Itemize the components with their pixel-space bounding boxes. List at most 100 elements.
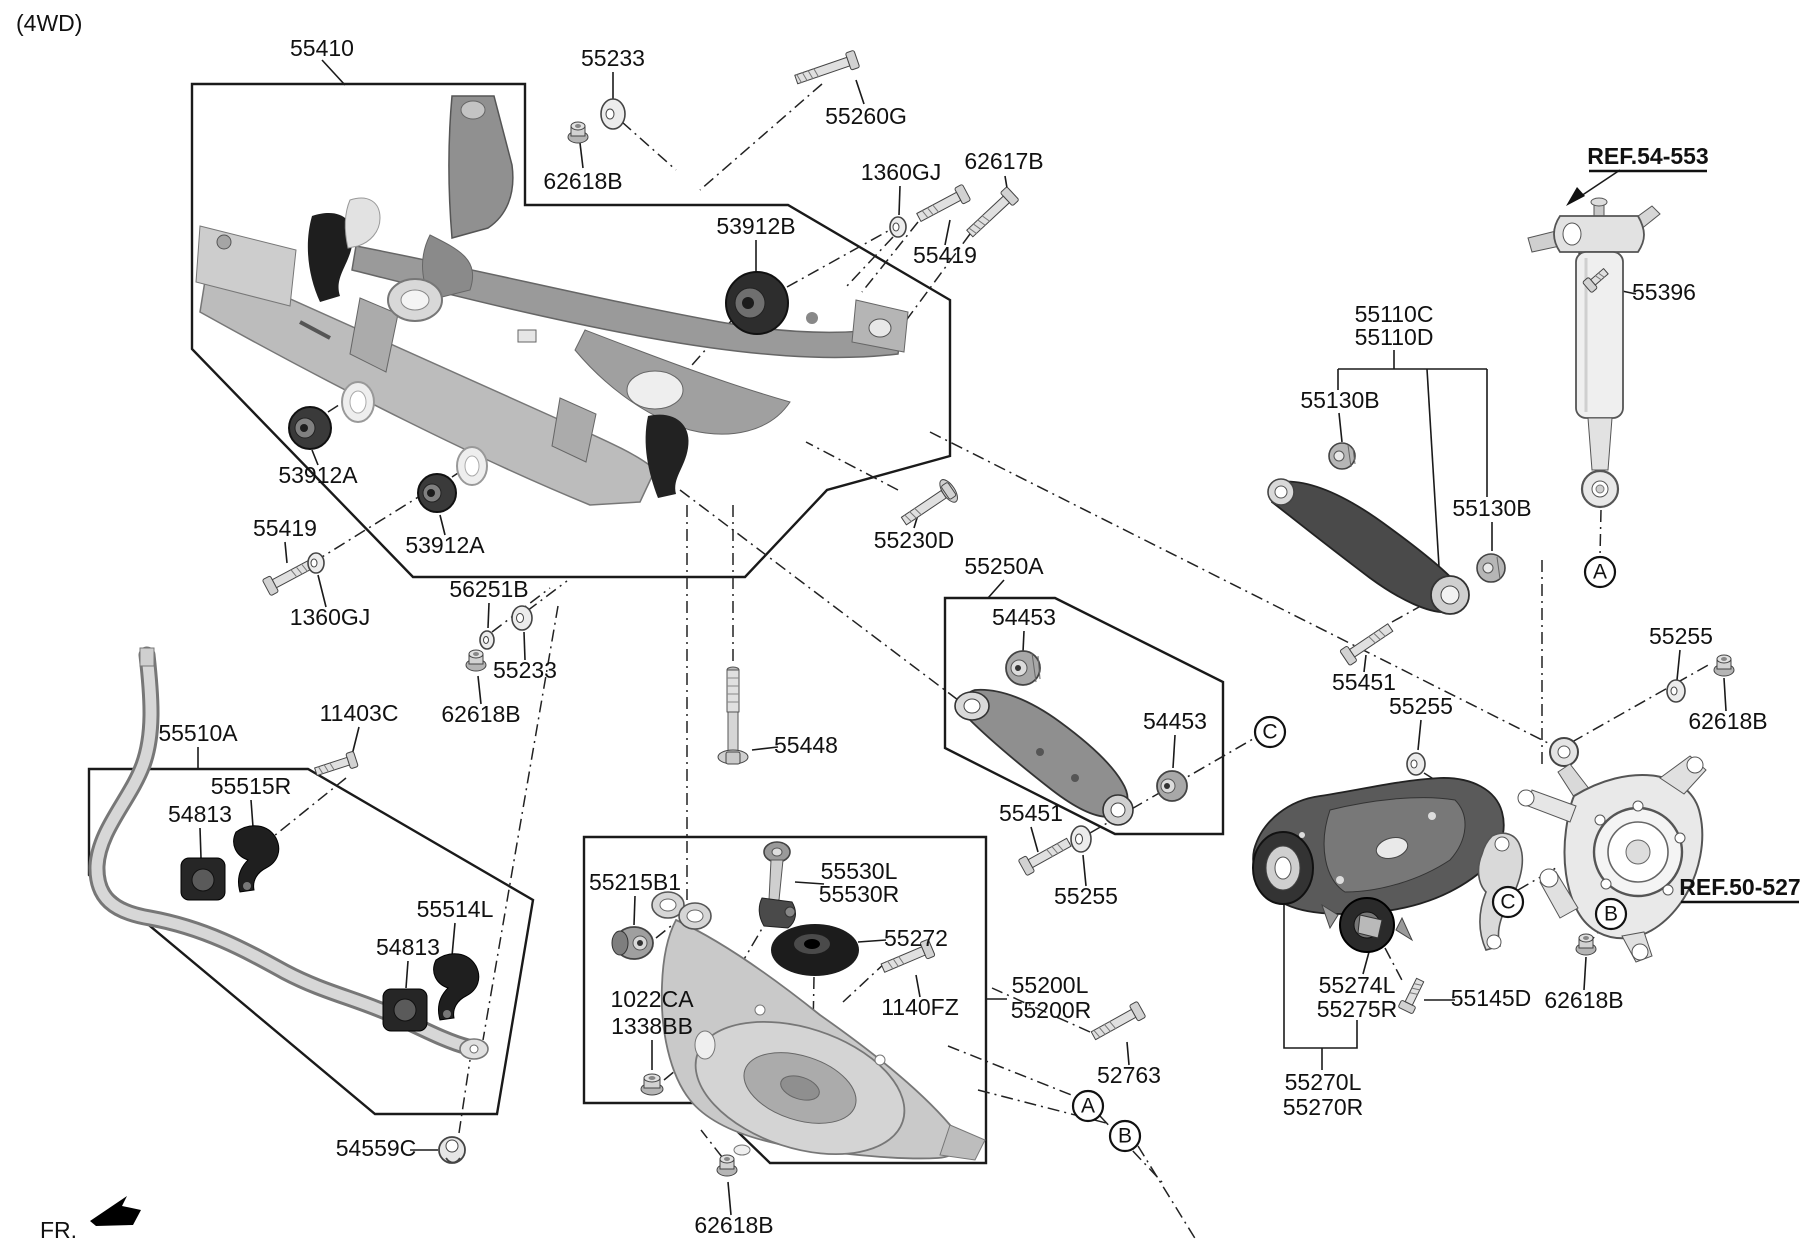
part-label-55419: 55419	[253, 515, 317, 541]
part-label-55515r: 55515R	[211, 773, 292, 799]
assist-arm-55250a	[954, 688, 1134, 826]
part-label-55270l: 55270L	[1285, 1069, 1362, 1095]
part-label-55250a: 55250A	[964, 553, 1044, 579]
spring-pad-55272	[771, 924, 859, 976]
stabilizer-end-clip-54559c	[438, 1136, 466, 1164]
part-label-55396: 55396	[1632, 279, 1696, 305]
washer-55233-mid	[511, 605, 533, 631]
bushing-55215b1	[611, 926, 654, 960]
callout-b: B	[1594, 897, 1628, 931]
part-label-55255: 55255	[1389, 693, 1453, 719]
bolt-1140fz	[880, 939, 936, 973]
front-direction-marker	[90, 1196, 141, 1226]
callout-letter: A	[1081, 1095, 1095, 1118]
part-label-62618b: 62618B	[694, 1212, 773, 1238]
nut-62618b-bottom	[716, 1154, 738, 1177]
callout-circle	[1583, 555, 1617, 589]
bolt-62617b	[966, 187, 1019, 238]
callout-circle	[1108, 1119, 1142, 1153]
callout-circle	[1491, 885, 1525, 919]
bolt-55230d	[900, 479, 958, 526]
trailing-arm-bushing-55274	[1321, 897, 1414, 953]
lower-arm-55200	[651, 891, 986, 1161]
callout-circle	[1594, 897, 1628, 931]
callout-a: A	[1583, 555, 1617, 589]
callout-letter: A	[1593, 561, 1607, 584]
washer-1360gj-left	[307, 552, 325, 574]
upper-arm-55110	[1267, 478, 1470, 615]
bolt-11403c	[314, 751, 359, 777]
part-label-62618b: 62618B	[1688, 708, 1767, 734]
part-label-55255: 55255	[1054, 883, 1118, 909]
part-label-53912b: 53912B	[716, 213, 795, 239]
bushing-55130b-2	[1476, 553, 1506, 583]
callout-letter: C	[1500, 891, 1515, 914]
part-label-55200r: 55200R	[1011, 997, 1092, 1023]
bolt-55451-right	[1339, 623, 1394, 666]
bracket-dark-right	[645, 414, 689, 498]
washer-55255-right	[1666, 679, 1686, 703]
part-label-55110d: 55110D	[1355, 324, 1434, 350]
part-label-54813: 54813	[168, 801, 232, 827]
label-leader-lines	[197, 59, 1727, 1216]
stabilizer-clamp-55514l	[433, 953, 480, 1021]
part-label-55530r: 55530R	[819, 881, 900, 907]
part-label-55510a: 55510A	[158, 720, 238, 746]
part-label-ref50527: REF.50-527	[1679, 874, 1800, 900]
part-label-54813: 54813	[376, 934, 440, 960]
stabilizer-link-55530	[758, 841, 796, 929]
dash-dot-leaders	[273, 83, 1711, 1241]
part-label-55230d: 55230D	[874, 527, 955, 553]
bolts	[262, 50, 1609, 1041]
washer-55255-left	[1406, 752, 1426, 776]
part-label-11403c: 11403C	[320, 700, 399, 726]
stabilizer-bar-55510a	[88, 646, 489, 1060]
part-label-1360gj: 1360GJ	[861, 159, 942, 185]
stabilizer-bushing-54813-2	[382, 988, 428, 1032]
callout-c: C	[1491, 885, 1525, 919]
trailing-arm-55270	[1252, 777, 1505, 915]
part-label-55514l: 55514L	[417, 896, 494, 922]
part-label-55110c: 55110C	[1355, 301, 1434, 327]
part-label-52763: 52763	[1097, 1062, 1161, 1088]
part-label-53912a: 53912A	[278, 462, 358, 488]
part-label-62618b: 62618B	[1544, 987, 1623, 1013]
callout-letter: B	[1118, 1125, 1132, 1148]
rear-knuckle	[1517, 737, 1707, 963]
part-label-55145d: 55145D	[1451, 985, 1532, 1011]
callout-circle	[1071, 1089, 1105, 1123]
nut-62618b-knuckle	[1575, 933, 1597, 956]
part-label-55274l: 55274L	[1319, 972, 1396, 998]
part-label-55130b: 55130B	[1300, 387, 1379, 413]
washer-1360gj-top	[889, 216, 907, 238]
nut-62618b-top	[567, 121, 589, 144]
stabilizer-bushing-54813-1	[180, 857, 226, 901]
washers	[307, 98, 1686, 853]
part-label-53912a: 53912A	[405, 532, 485, 558]
bolt-55145d	[1398, 977, 1425, 1014]
callout-a: A	[1071, 1089, 1105, 1123]
ref-54-553-arrowhead	[1566, 187, 1585, 206]
part-label-55200l: 55200L	[1012, 972, 1089, 998]
stabilizer-clamp-55515r	[233, 825, 280, 893]
part-label-55233: 55233	[493, 657, 557, 683]
bolt-55451-left	[1018, 837, 1072, 876]
box-lower-arm-55200	[582, 835, 988, 1165]
part-label-54453: 54453	[992, 604, 1056, 630]
part-label-55233: 55233	[581, 45, 645, 71]
part-label-1360gj: 1360GJ	[290, 604, 371, 630]
part-label-55419: 55419	[913, 242, 977, 268]
bushing-55130b-1	[1328, 442, 1356, 470]
callout-b: B	[1108, 1119, 1142, 1153]
bolt-55419-top	[916, 184, 971, 222]
part-label-55130b: 55130B	[1452, 495, 1531, 521]
part-label-55255: 55255	[1649, 623, 1713, 649]
ref-54-553-arrow-line	[1577, 169, 1621, 199]
part-label-54559c: 54559C	[336, 1135, 417, 1161]
part-label-55448: 55448	[774, 732, 838, 758]
bushing-54453-2	[1156, 770, 1188, 802]
